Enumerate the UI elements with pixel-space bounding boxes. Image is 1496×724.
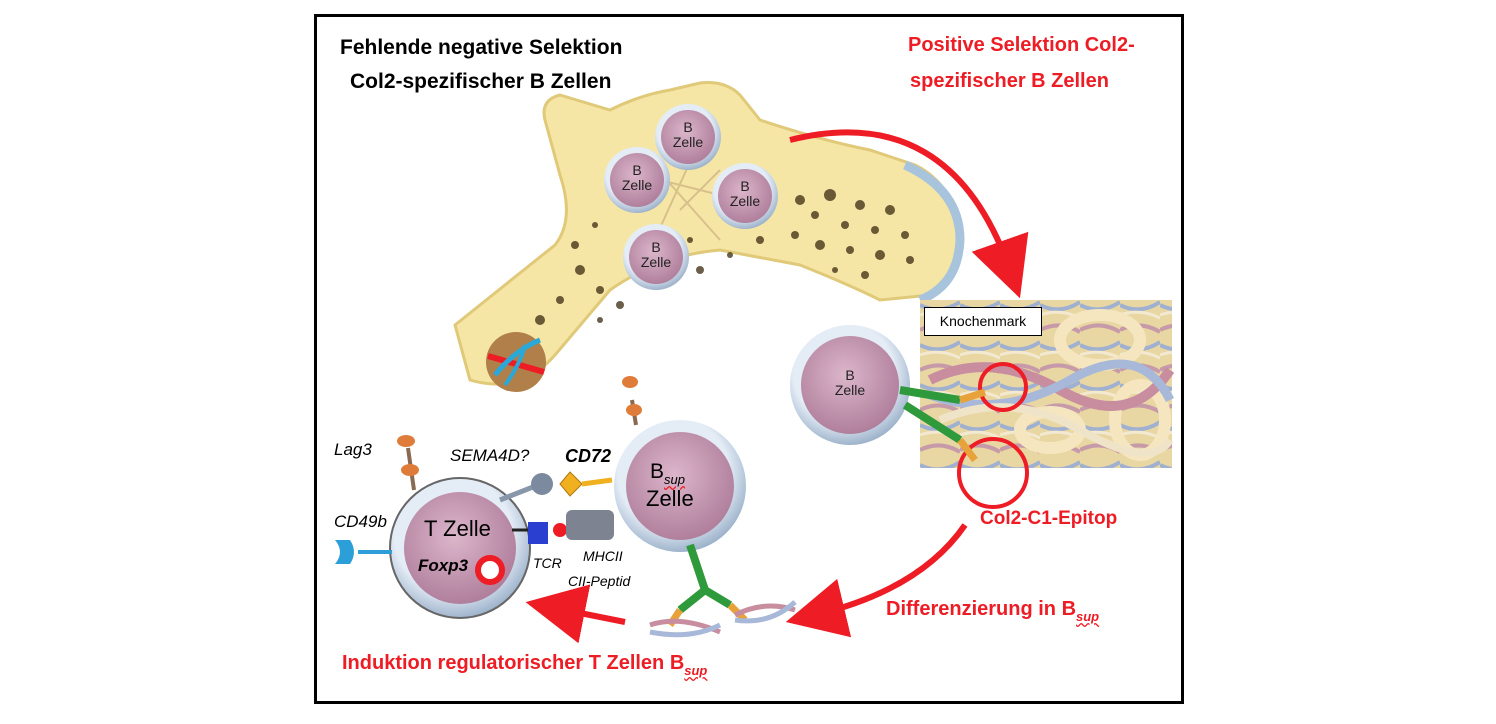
b-cell-bone-bottom — [623, 224, 689, 290]
lag3-receptor — [397, 435, 419, 491]
tcr-label: TCR — [533, 555, 562, 571]
bsup-zelle-label: Zelle — [646, 486, 694, 511]
induction-label: Induktion regulatorischer T Zellen Bsup — [342, 652, 708, 678]
t-cell — [389, 477, 531, 619]
lag3-label: Lag3 — [334, 440, 372, 459]
mhcii-label: MHCII — [583, 548, 623, 564]
cd49b-receptor — [335, 540, 392, 564]
knochenmark-label: Knochenmark — [924, 307, 1042, 336]
b-cell-bone-right — [712, 163, 778, 229]
bsup-cell-label: Bsup — [650, 460, 685, 487]
t-zelle-label: T Zelle — [424, 516, 491, 541]
b-cell-bone-left — [604, 147, 670, 213]
negative-selection-line2: Col2-spezifischer B Zellen — [350, 70, 612, 93]
epitope-label: Col2-C1-Epitop — [980, 508, 1118, 529]
sema4d-label: SEMA4D? — [450, 446, 530, 465]
arrow-induction — [525, 584, 626, 644]
b-cell-bone-top — [655, 104, 721, 170]
positive-selection-line2: spezifischer B Zellen — [910, 70, 1109, 92]
cd72-label: CD72 — [565, 446, 612, 466]
cd49b-label: CD49b — [334, 512, 387, 531]
positive-selection-line1: Positive Selektion Col2- — [908, 34, 1135, 56]
bsup-cell — [614, 376, 797, 638]
foxp3-label: Foxp3 — [418, 556, 469, 575]
b-cell-marrow — [790, 325, 987, 463]
tcr-mhc-complex — [512, 510, 614, 544]
arrow-positive-selection — [789, 129, 1029, 299]
differentiation-label: Differenzierung in Bsup — [886, 598, 1100, 624]
femur-bone — [453, 81, 965, 392]
negative-selection-line1: Fehlende negative Selektion — [340, 36, 623, 59]
cii-peptid-label: CII-Peptid — [568, 573, 631, 589]
arrow-differentiation — [785, 523, 968, 638]
